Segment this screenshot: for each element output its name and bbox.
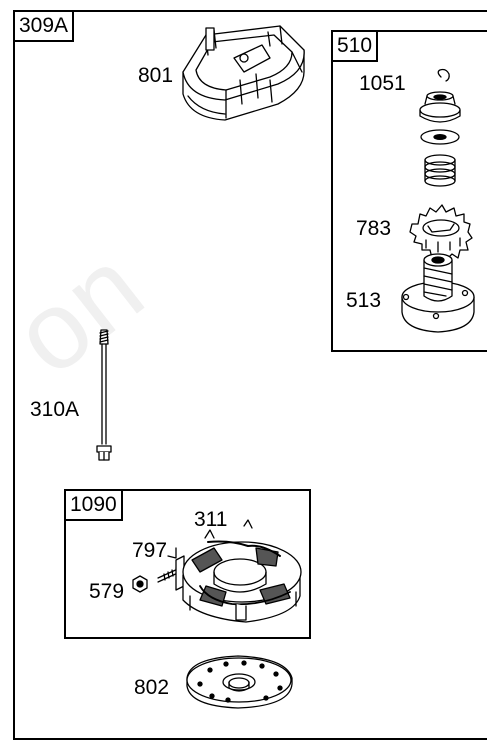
brush-group-frame (64, 489, 311, 639)
parts-drawing (96, 25, 475, 709)
gear-group-label: 510 (331, 30, 379, 62)
brush-group-label: 1090 (64, 489, 123, 521)
stop-nut (419, 91, 461, 123)
callout-802: 802 (134, 676, 170, 699)
brush-holder (182, 519, 302, 623)
through-bolt (96, 329, 112, 461)
callout-579: 579 (89, 580, 125, 603)
drive-housing (401, 253, 475, 333)
end-cap-housing (182, 25, 305, 121)
callout-801: 801 (138, 64, 174, 87)
callout-311: 311 (194, 508, 228, 531)
callout-1051: 1051 (359, 72, 406, 95)
callout-513: 513 (346, 289, 382, 312)
callout-310a: 310A (30, 398, 80, 421)
main-group-label: 309A (13, 10, 75, 42)
callout-797: 797 (132, 539, 168, 562)
callout-783: 783 (356, 217, 392, 240)
retainer-clip (437, 68, 450, 82)
terminal-stud (157, 547, 185, 591)
anti-drift-spring (424, 154, 456, 187)
hex-nut (132, 575, 148, 593)
gear-group-frame (331, 30, 487, 352)
washer (420, 129, 460, 145)
parts-diagram: on 309A 510 1090 801 1051 783 513 310A 3… (0, 10, 487, 740)
insulator-plate (186, 655, 293, 709)
pinion-gear (409, 204, 473, 261)
